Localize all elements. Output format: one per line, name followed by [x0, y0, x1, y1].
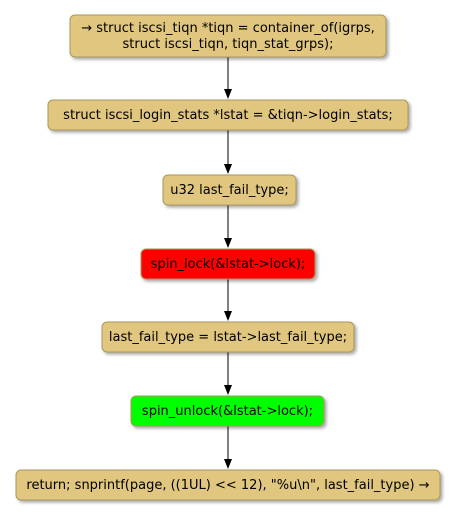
edges-layer — [224, 57, 232, 469]
flow-edge-4 — [224, 279, 232, 321]
flow-node-box — [130, 395, 325, 427]
flow-edge-3 — [224, 205, 232, 248]
flow-node-1: → struct iscsi_tiqn *tiqn = container_of… — [69, 14, 387, 58]
flow-node-label: struct iscsi_tiqn, tiqn_stat_grps); — [123, 37, 334, 52]
flow-node-label: last_fail_type = lstat->last_fail_type; — [109, 330, 347, 345]
flow-node-box — [162, 174, 297, 206]
arrow-head-icon — [224, 385, 232, 395]
flow-edge-2 — [224, 130, 232, 174]
flow-node-3: u32 last_fail_type; — [162, 174, 297, 206]
flow-node-box — [101, 321, 355, 353]
flow-node-label: u32 last_fail_type; — [170, 183, 289, 198]
flow-node-7: return; snprintf(page, ((1UL) << 12), "%… — [15, 469, 441, 501]
flow-node-label: return; snprintf(page, ((1UL) << 12), "%… — [26, 478, 429, 493]
flow-node-box — [15, 469, 441, 501]
nodes-layer: → struct iscsi_tiqn *tiqn = container_of… — [15, 14, 441, 501]
flow-node-label: struct iscsi_login_stats *lstat = &tiqn-… — [63, 108, 393, 123]
flow-node-label: spin_unlock(&lstat->lock); — [142, 404, 313, 419]
flow-node-5: last_fail_type = lstat->last_fail_type; — [101, 321, 355, 353]
arrow-head-icon — [224, 238, 232, 248]
flow-edge-5 — [224, 352, 232, 395]
flow-node-label: → struct iscsi_tiqn *tiqn = container_of… — [81, 21, 375, 36]
flow-node-4: spin_lock(&lstat->lock); — [140, 248, 316, 280]
arrow-head-icon — [224, 459, 232, 469]
flow-node-box — [47, 99, 409, 131]
arrow-head-icon — [224, 89, 232, 99]
flow-node-6: spin_unlock(&lstat->lock); — [130, 395, 325, 427]
flow-node-label: spin_lock(&lstat->lock); — [151, 257, 306, 272]
flow-node-box — [140, 248, 316, 280]
arrow-head-icon — [224, 164, 232, 174]
flow-node-box — [69, 14, 387, 58]
flow-node-2: struct iscsi_login_stats *lstat = &tiqn-… — [47, 99, 409, 131]
flow-edge-1 — [224, 57, 232, 99]
arrow-head-icon — [224, 311, 232, 321]
flow-edge-6 — [224, 426, 232, 469]
